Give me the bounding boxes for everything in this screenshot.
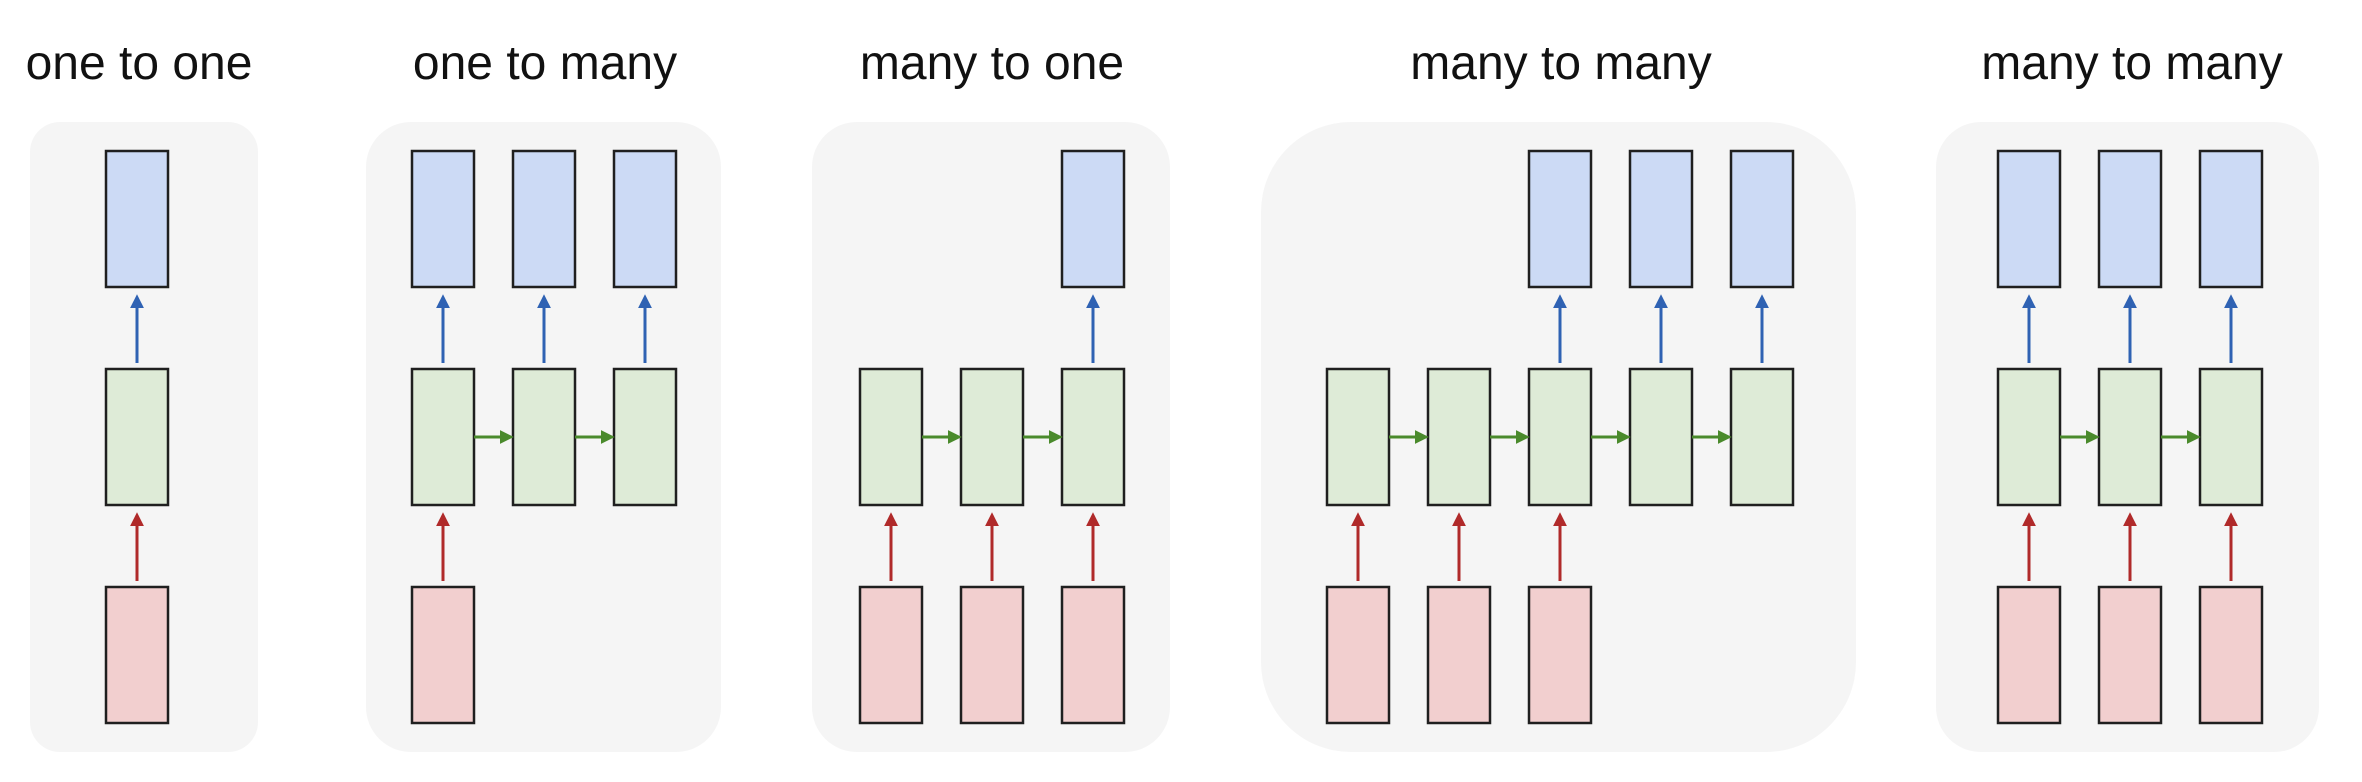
panel-title-one-to-one: one to one <box>25 37 253 90</box>
output-box <box>1060 149 1126 289</box>
hidden-state-box <box>2198 367 2264 507</box>
output-box <box>2198 149 2264 289</box>
output-box <box>2097 149 2163 289</box>
hidden-state-box <box>1060 367 1126 507</box>
hidden-state-box <box>959 367 1025 507</box>
hidden-state-box <box>1426 367 1492 507</box>
output-box <box>1996 149 2062 289</box>
panel-title-one-to-many: one to many <box>412 37 678 90</box>
input-box <box>2198 585 2264 725</box>
hidden-state-box <box>858 367 924 507</box>
hidden-state-box <box>1996 367 2062 507</box>
panel-title-many-to-one: many to one <box>859 37 1125 90</box>
panel-title-many-to-many-synced: many to many <box>1981 37 2283 90</box>
hidden-state-box <box>1527 367 1593 507</box>
output-box <box>1729 149 1795 289</box>
hidden-state-box <box>410 367 476 507</box>
input-box <box>1325 585 1391 725</box>
input-box <box>1527 585 1593 725</box>
hidden-state-box <box>1628 367 1694 507</box>
input-box <box>1426 585 1492 725</box>
input-box <box>1996 585 2062 725</box>
hidden-state-box <box>511 367 577 507</box>
input-box <box>959 585 1025 725</box>
panel-title-many-to-many: many to many <box>1410 37 1712 90</box>
output-box <box>410 149 476 289</box>
output-box <box>1527 149 1593 289</box>
hidden-state-box <box>104 367 170 507</box>
input-box <box>2097 585 2163 725</box>
input-box <box>410 585 476 725</box>
hidden-state-box <box>1325 367 1391 507</box>
hidden-state-box <box>2097 367 2163 507</box>
hidden-state-box <box>612 367 678 507</box>
input-box <box>104 585 170 725</box>
output-box <box>104 149 170 289</box>
output-box <box>511 149 577 289</box>
output-box <box>1628 149 1694 289</box>
input-box <box>858 585 924 725</box>
hidden-state-box <box>1729 367 1795 507</box>
output-box <box>612 149 678 289</box>
input-box <box>1060 585 1126 725</box>
